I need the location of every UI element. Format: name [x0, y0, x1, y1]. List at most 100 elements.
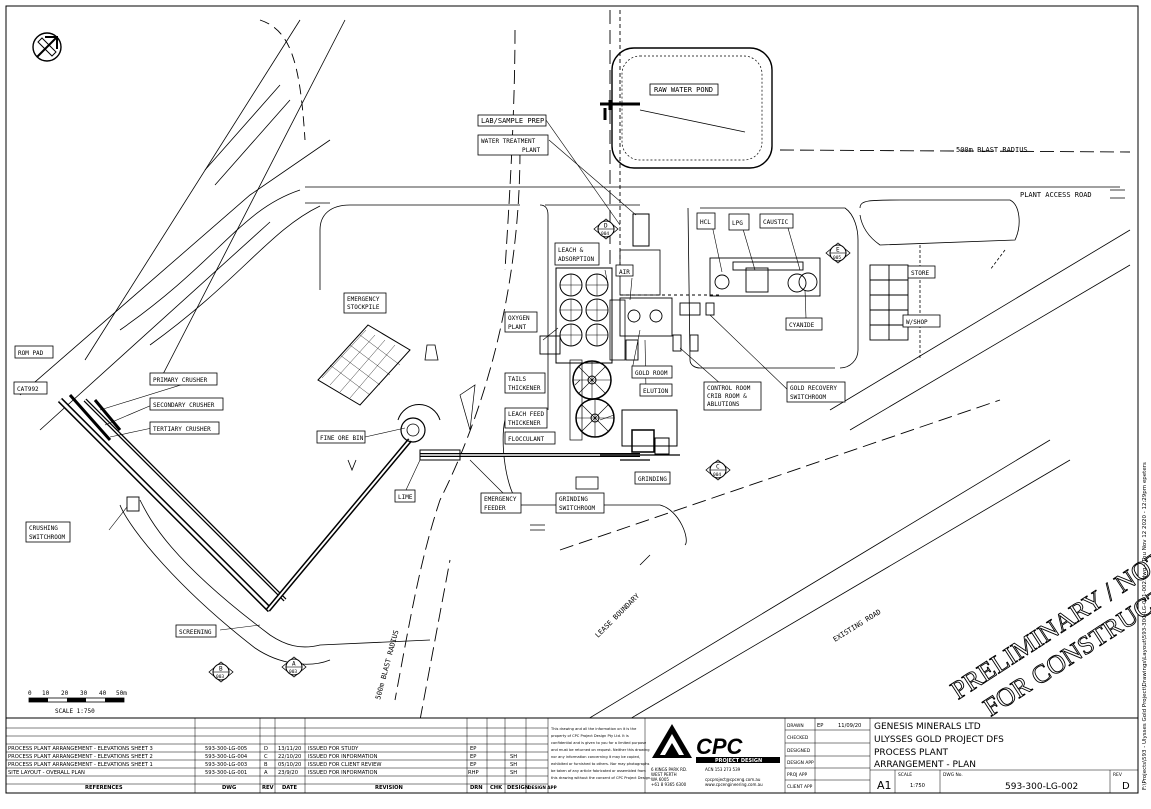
- disclaimer: This drawing and all the information on …: [550, 727, 651, 780]
- grinding-label: GRINDING: [638, 476, 667, 483]
- scale-tick-0: 0: [28, 690, 32, 697]
- label-boxes: [13, 114, 941, 638]
- rev-2-desc: ISSUED FOR INFORMATION: [308, 754, 378, 760]
- disclaimer-line-6: exhibited or furnished to others. Nor ma…: [551, 762, 650, 766]
- preliminary-stamp: PRELIMINARY / NOT FOR CONSTRUCTION: [945, 545, 1151, 723]
- water-treatment-label-1: WATER TREATMENT: [481, 138, 536, 145]
- role-design-app: DESIGN APP: [787, 760, 814, 766]
- scale-header: SCALE: [898, 772, 912, 778]
- secondary-crusher-label: SECONDARY CRUSHER: [153, 402, 215, 409]
- scale-tick-50: 50m: [116, 690, 127, 697]
- role-drawn: DRAWN: [787, 723, 804, 729]
- project-name: ULYSSES GOLD PROJECT DFS: [874, 735, 1004, 745]
- section-marker-b: B 003: [208, 661, 234, 683]
- crushing-switchroom-label-2: SWITCHROOM: [29, 534, 66, 541]
- revision-letter: D: [1122, 781, 1130, 792]
- dwg-no-header: DWG No.: [943, 772, 963, 778]
- water-treatment-label-2: PLANT: [522, 147, 540, 154]
- section-marker-d-ref: 004: [601, 231, 609, 237]
- flocculant-label: FLOCCULANT: [508, 436, 545, 443]
- role-proj-app: PROJ APP: [787, 772, 807, 778]
- control-room-label-1: CONTROL ROOM: [707, 385, 751, 392]
- reagent-area: [709, 257, 821, 297]
- fine-ore-bin: [397, 384, 476, 443]
- gold-recovery-label-1: GOLD RECOVERY: [790, 385, 837, 392]
- hcl-label: HCL: [700, 219, 711, 226]
- primary-crusher-label: PRIMARY CRUSHER: [153, 377, 208, 384]
- ref-2-title: PROCESS PLANT ARRANGEMENT - ELEVATIONS S…: [8, 754, 153, 760]
- drawing-title-2: ARRANGEMENT - PLAN: [874, 760, 976, 770]
- date-header: DATE: [282, 785, 297, 791]
- rev-4-rev: A: [264, 770, 268, 776]
- scale-text: SCALE 1:750: [55, 708, 95, 715]
- rev-3-date: 05/10/20: [278, 762, 301, 768]
- scale-tick-20: 20: [61, 690, 69, 697]
- grinding-switchroom-label-2: SWITCHROOM: [559, 505, 596, 512]
- rev-3-desc: ISSUED FOR CLIENT REVIEW: [308, 762, 382, 768]
- design-app-header: DESIGN APP: [528, 785, 557, 790]
- screening-label: SCREENING: [179, 629, 212, 636]
- rev-2-date: 22/10/20: [278, 754, 301, 760]
- drawn-by: EP: [817, 723, 823, 729]
- store-label: STORE: [911, 270, 929, 277]
- oxygen-plant-label-2: PLANT: [508, 324, 526, 331]
- rev-2-rev: C: [264, 754, 268, 760]
- rev-4-desc: ISSUED FOR INFORMATION: [308, 770, 378, 776]
- raw-water-pond: RAW WATER POND: [611, 47, 773, 169]
- address-2: WEST PERTH: [651, 772, 677, 777]
- emergency-feeder-label-1: EMERGENCY: [484, 496, 517, 503]
- role-designed: DESIGNED: [787, 748, 811, 754]
- grinding-mills: [600, 409, 680, 461]
- rev-1-drn: EP: [470, 746, 476, 752]
- section-marker-a-ref: 003: [289, 669, 297, 675]
- caustic-label: CAUSTIC: [763, 219, 789, 226]
- raw-water-pond-label: RAW WATER POND: [654, 86, 713, 94]
- leach-label-2: ADSORPTION: [558, 256, 595, 263]
- emergency-stockpile-label-2: STOCKPILE: [347, 304, 380, 311]
- tails-thickener-label-2: THICKENER: [508, 385, 541, 392]
- leach-label-1: LEACH &: [558, 247, 584, 254]
- cyanide-label: CYANIDE: [789, 322, 815, 329]
- rev-4-date: 23/9/20: [278, 770, 298, 776]
- ref-3-dwg: 593-300-LG-003: [205, 762, 247, 768]
- disclaimer-line-1: This drawing and all the information on …: [550, 727, 637, 731]
- ref-1-title: PROCESS PLANT ARRANGEMENT - ELEVATIONS S…: [8, 746, 153, 752]
- cat992-label: CAT992: [17, 386, 39, 393]
- plant-access-road-label: PLANT ACCESS ROAD: [1020, 191, 1092, 199]
- gold-recovery-label-2: SWITCHROOM: [790, 394, 827, 401]
- blast-radius-top-label: 500m BLAST RADIUS: [956, 146, 1028, 154]
- rev-4-design: SH: [510, 770, 517, 776]
- section-marker-e-letter: E: [836, 247, 840, 254]
- disclaimer-line-4: and must be returned on request. Neither…: [551, 748, 650, 752]
- email-1: cpcproject@cpceng.com.au: [705, 777, 761, 782]
- rev-1-date: 13/11/20: [278, 746, 301, 752]
- drawing-number: 593-300-LG-002: [1005, 782, 1078, 792]
- lease-boundary-label: LEASE BOUNDARY: [594, 591, 642, 639]
- rev-1-desc: ISSUED FOR STUDY: [308, 746, 359, 752]
- emergency-stockpile: EMERGENCY STOCKPILE: [317, 292, 411, 406]
- rev-3-rev: B: [264, 762, 268, 768]
- existing-road-label: EXISTING ROAD: [832, 608, 883, 644]
- section-markers: D 004 E 005 C 004 B 003 A: [208, 218, 851, 683]
- tertiary-crusher-label: TERTIARY CRUSHER: [153, 426, 211, 433]
- roads: [19, 19, 1131, 761]
- scale-tick-10: 10: [42, 690, 50, 697]
- dwg-header: DWG: [222, 785, 236, 791]
- disclaimer-line-2: property of CPC Project Design Pty Ltd. …: [551, 734, 629, 738]
- section-marker-d: D 004: [593, 218, 619, 240]
- section-marker-c-ref: 004: [713, 472, 721, 478]
- rom-pad-label: ROM PAD: [18, 350, 44, 357]
- tails-thickener-label-1: TAILS: [508, 376, 526, 383]
- oxygen-plant-label-1: OXYGEN: [508, 315, 530, 322]
- role-client-app: CLIENT APP: [787, 784, 813, 790]
- tails-thickener: [572, 360, 612, 400]
- emergency-stockpile-label-1: EMERGENCY: [347, 296, 380, 303]
- references-header: REFERENCES: [85, 785, 123, 791]
- lpg-label: LPG: [732, 220, 743, 227]
- section-marker-a: A 003: [281, 656, 307, 678]
- wshop-label: W/SHOP: [906, 319, 928, 326]
- rev-2-drn: EP: [470, 754, 476, 760]
- disclaimer-line-8: this drawing without the consent of CPC …: [551, 776, 651, 780]
